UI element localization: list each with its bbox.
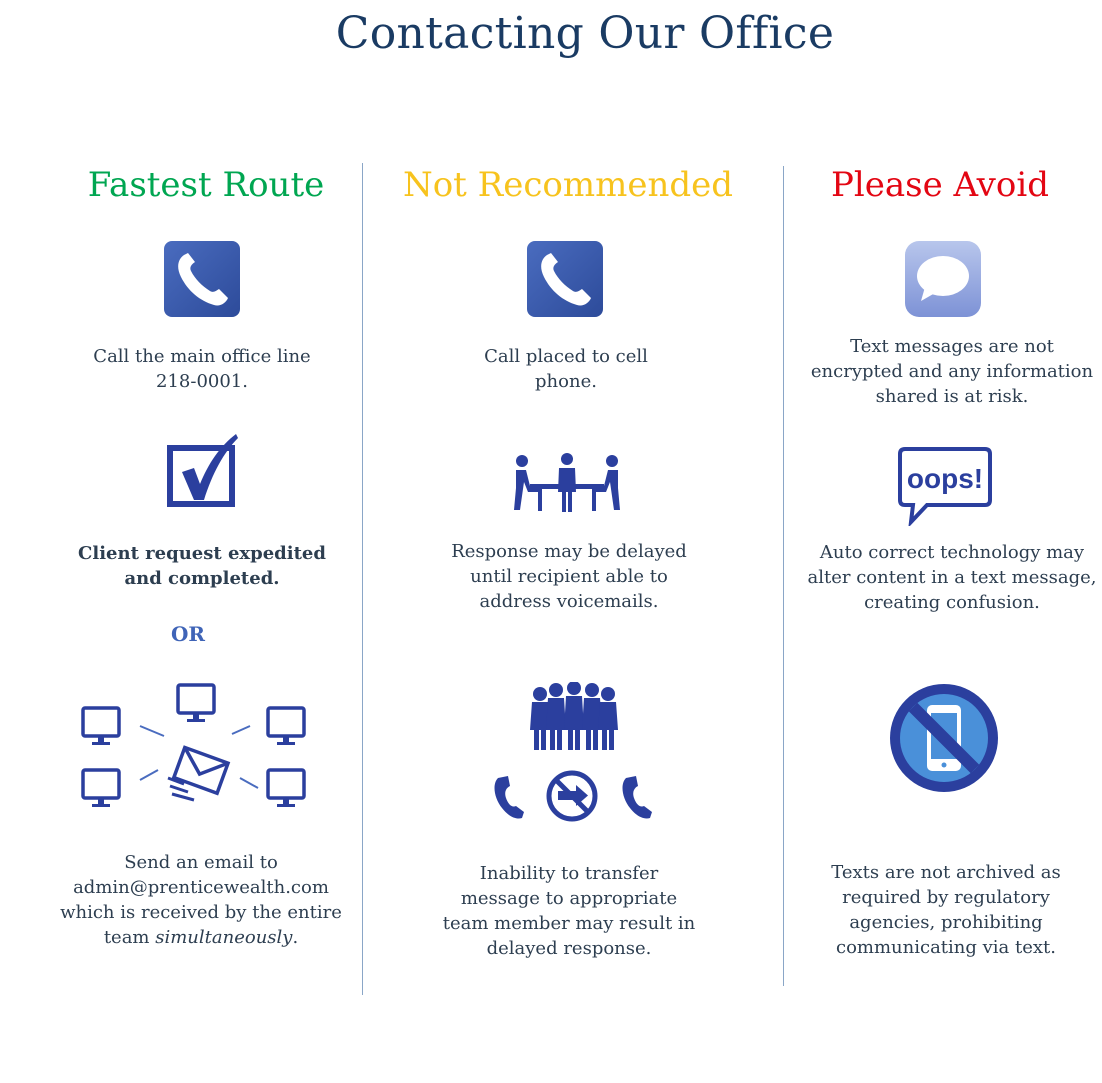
- oops-bubble-icon: oops!: [897, 446, 993, 526]
- fastest-email-text: Send an email to admin@prenticewealth.co…: [60, 852, 342, 948]
- or-label: OR: [170, 622, 206, 646]
- page-title: Contacting Our Office: [335, 8, 835, 59]
- no-phone-icon: [889, 683, 999, 793]
- svg-text:oops!: oops!: [907, 463, 983, 494]
- heading-not-recommended: Not Recommended: [402, 165, 734, 205]
- meeting-icon: [510, 452, 624, 514]
- phone-icon: [527, 241, 603, 317]
- fastest-call-text: Call the main office line 218-0001.: [93, 346, 311, 392]
- voicemail-delay-text: Response may be delayed until recipient …: [451, 541, 687, 612]
- column-divider-left: [362, 163, 363, 995]
- fastest-expedited-text: Client request expedited and completed.: [78, 543, 326, 589]
- column-divider-right: [783, 166, 784, 986]
- heading-fastest-route: Fastest Route: [87, 165, 325, 205]
- transfer-inability-text: Inability to transfer message to appropr…: [442, 863, 696, 959]
- heading-please-avoid: Please Avoid: [830, 165, 1049, 205]
- phone-icon: [164, 241, 240, 317]
- text-encryption-text: Text messages are not encrypted and any …: [810, 336, 1094, 407]
- checkbox-icon: [166, 430, 240, 508]
- email-network-icon: [78, 682, 314, 812]
- speech-bubble-icon: [905, 241, 981, 317]
- cell-phone-text: Call placed to cell phone.: [484, 346, 648, 392]
- team-no-transfer-icon: [488, 682, 658, 824]
- archive-regulation-text: Texts are not archived as required by re…: [831, 862, 1061, 958]
- autocorrect-text: Auto correct technology may alter conten…: [807, 542, 1097, 613]
